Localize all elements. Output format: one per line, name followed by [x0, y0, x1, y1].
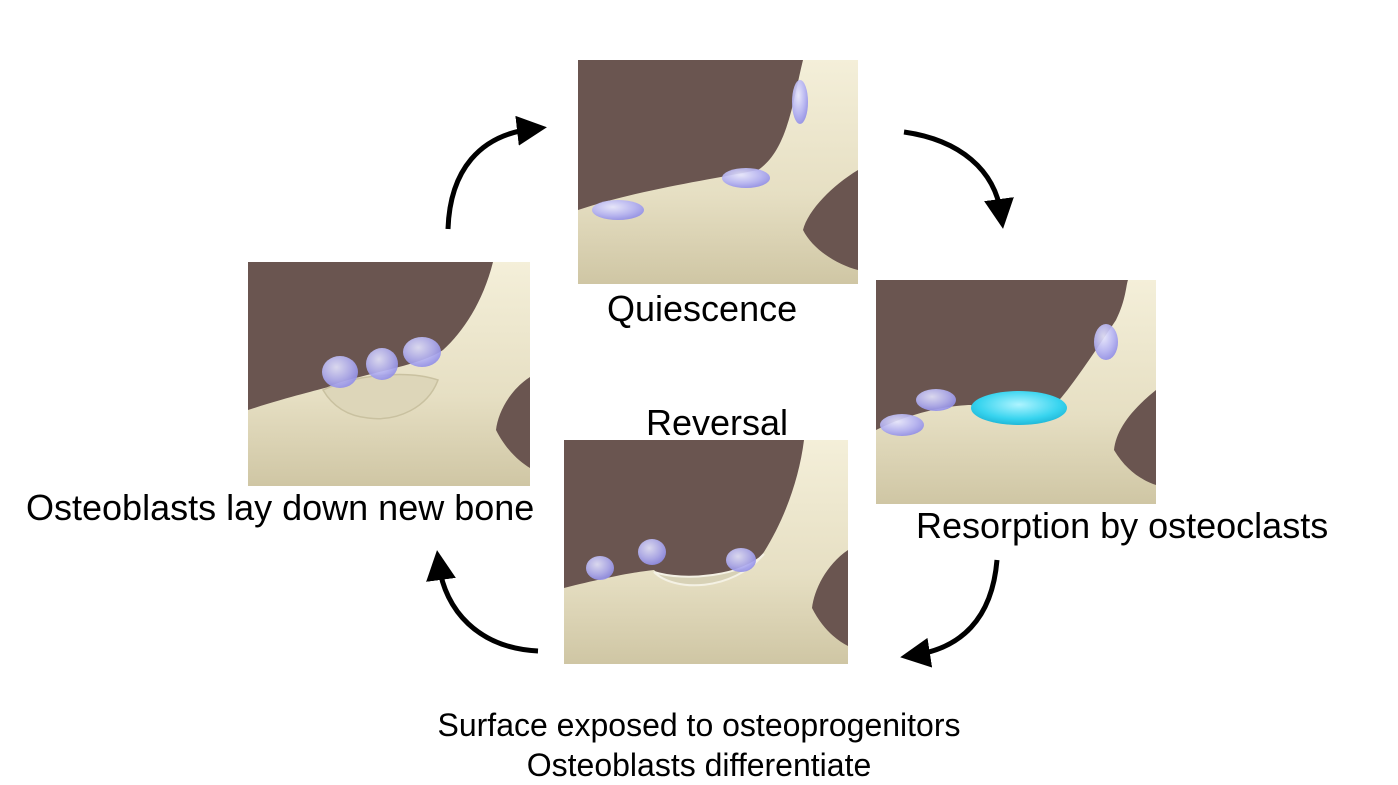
osteoblast-cell — [586, 556, 614, 580]
resorption-illustration — [876, 280, 1156, 504]
resorption-panel — [876, 280, 1156, 504]
quiescence-panel — [578, 60, 858, 284]
reversal-label: Reversal — [646, 402, 789, 443]
arrow-quiescence-to-resorption — [903, 129, 1014, 229]
reversal-illustration — [564, 440, 848, 664]
quiescence-label: Quiescence — [607, 288, 798, 329]
arrow-formation-to-quiescence — [445, 115, 547, 230]
bone-trabecula — [564, 440, 848, 664]
osteoclast-cell — [971, 391, 1067, 425]
osteoblast-cell — [638, 539, 666, 565]
formation-panel — [248, 262, 530, 486]
osteoblast-cell — [722, 168, 770, 188]
bone-trabecula — [578, 60, 858, 284]
osteoblast-cell — [726, 548, 756, 572]
reversal-panel — [564, 440, 848, 664]
arrow-resorption-to-reversal — [900, 559, 1000, 668]
formation-illustration — [248, 262, 530, 486]
osteoblast-cell — [592, 200, 644, 220]
cleaned-resorption-surface — [653, 553, 765, 587]
osteoblast-cell — [880, 414, 924, 436]
resorption-label: Resorption by osteoclasts — [916, 505, 1329, 546]
osteoblast-cell — [792, 80, 808, 124]
osteoblast-cell — [916, 389, 956, 411]
osteoblast-cell — [366, 348, 398, 380]
quiescence-illustration — [578, 60, 858, 284]
bone-trabecula — [876, 280, 1156, 504]
osteoblast-cell — [1094, 324, 1118, 360]
formation-label: Osteoblasts lay down new bone — [26, 487, 535, 528]
osteoblast-cell — [322, 356, 358, 388]
osteoblast-cell — [403, 337, 441, 367]
arrow-reversal-to-formation — [426, 550, 539, 654]
reversal-caption-line-2: Osteoblasts differentiate — [526, 747, 872, 783]
reversal-caption-line-1: Surface exposed to osteoprogenitors — [437, 707, 961, 743]
